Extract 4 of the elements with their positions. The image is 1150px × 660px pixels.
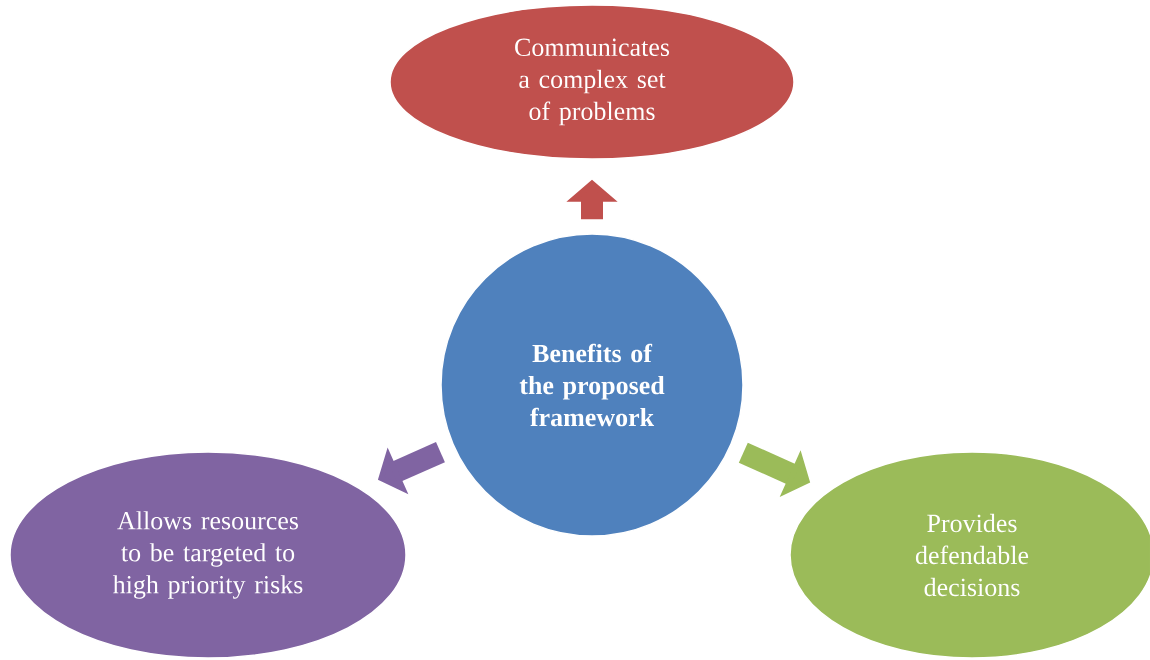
ellipse-node: Allows resources to be targeted to high priority risks — [9, 451, 407, 659]
ellipse-node: Provides defendable decisions — [789, 451, 1150, 659]
circle-node: Benefits of the proposed framework — [440, 233, 744, 537]
ellipse-node: Communicates a complex set of problems — [389, 4, 795, 160]
